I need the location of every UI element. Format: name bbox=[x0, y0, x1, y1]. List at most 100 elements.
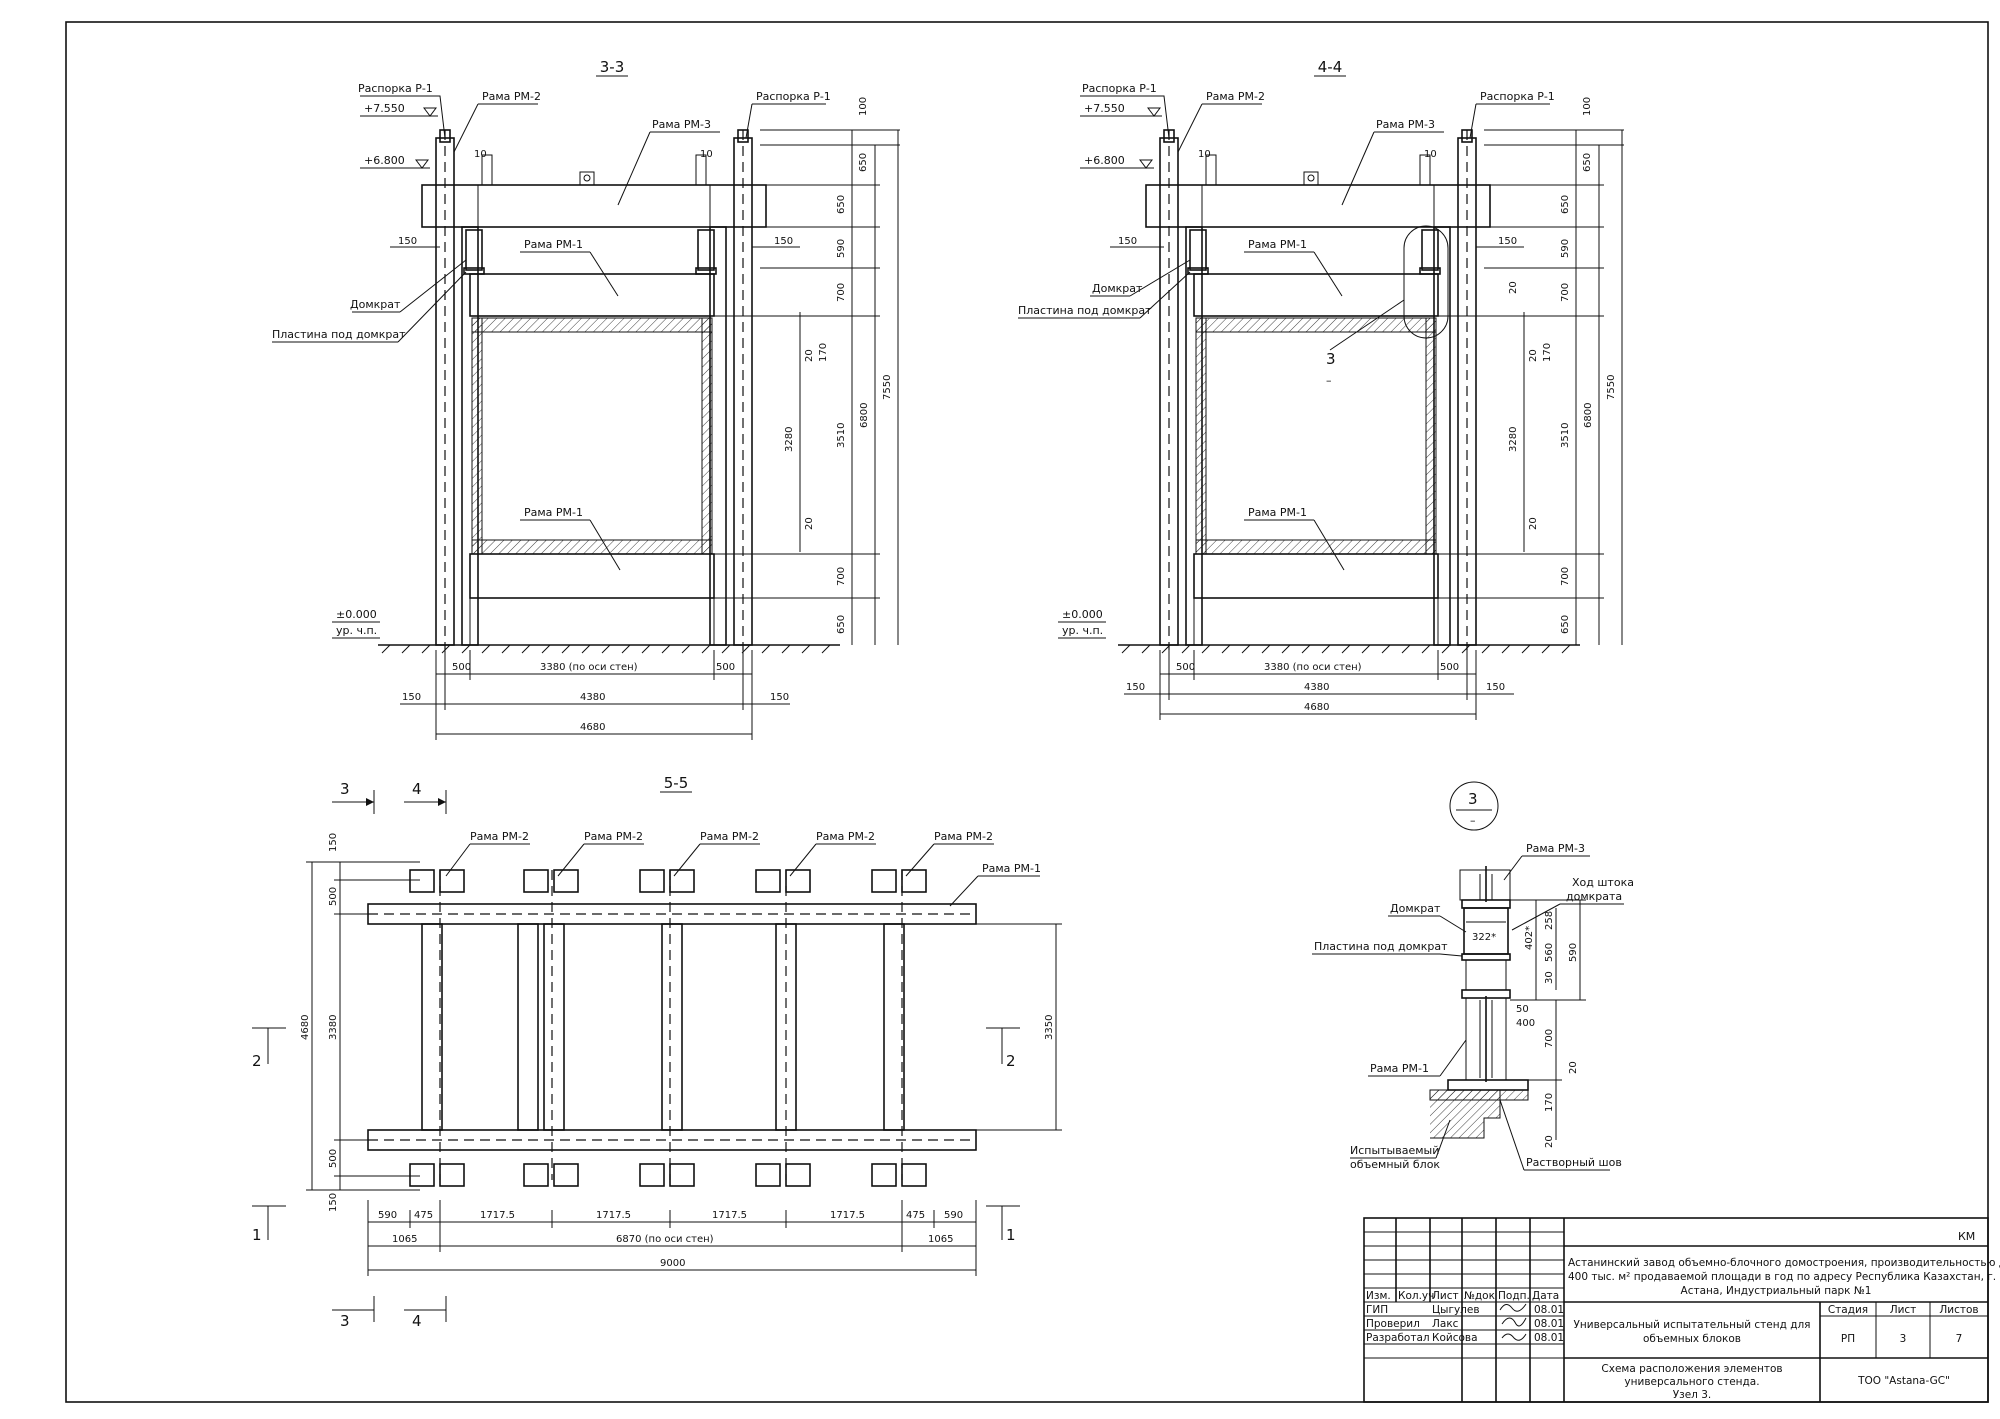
dim-258: 258 bbox=[1544, 911, 1555, 930]
label-domkrat: Домкрат bbox=[350, 298, 401, 311]
dim-50: 50 bbox=[1516, 1004, 1529, 1015]
dim-10-right: 10 bbox=[700, 149, 713, 160]
dim-20-a: 20 bbox=[804, 349, 815, 362]
dim-322: 322* bbox=[1472, 932, 1496, 943]
dim44-150-right: 150 bbox=[1498, 236, 1517, 247]
label-hod-2: домкрата bbox=[1566, 890, 1622, 903]
sheet-border bbox=[65, 21, 1989, 1403]
dim44-20-b: 20 bbox=[1528, 517, 1539, 530]
jack bbox=[1463, 907, 1509, 955]
tb-name-gip: Цыгулев bbox=[1432, 1304, 1480, 1316]
cross-frames bbox=[421, 923, 905, 1131]
level44-ground: ур. ч.п. bbox=[1062, 624, 1103, 637]
tb-drawing-2: универсального стенда. bbox=[1624, 1376, 1759, 1388]
tb-sheet-label: Лист bbox=[1890, 1304, 1917, 1316]
dim55-150-top: 150 bbox=[328, 833, 339, 852]
dim-402: 402* bbox=[1524, 926, 1535, 950]
dim-650-c: 650 bbox=[836, 615, 847, 634]
node-3-number: 3 bbox=[1468, 790, 1478, 808]
dim55-590-right: 590 bbox=[944, 1210, 963, 1221]
dims-bottom-5-5: 590 475 1717.5 1717.5 1717.5 1717.5 475 … bbox=[378, 1210, 963, 1269]
dim44-100: 100 bbox=[1582, 97, 1593, 116]
tb-date-gip: 08.01 bbox=[1534, 1304, 1564, 1316]
node-3-detail: 3 – 322* Рама РМ-3 Ход штока домкрата До… bbox=[1312, 781, 1634, 1171]
tb-stage: РП bbox=[1841, 1333, 1855, 1345]
cut-2-left: 2 bbox=[252, 1052, 262, 1070]
rm2-plates bbox=[409, 869, 927, 1187]
dim-4680: 4680 bbox=[580, 722, 605, 733]
node-3-ref-dash: – bbox=[1326, 374, 1332, 387]
section-4-4: 4-4 3 – bbox=[1018, 58, 1624, 720]
label-rastvor: Растворный шов bbox=[1526, 1156, 1622, 1169]
label-rasporka-right: Распорка Р-1 bbox=[756, 90, 831, 103]
dim-4380: 4380 bbox=[580, 692, 605, 703]
tb-head-data: Дата bbox=[1532, 1290, 1559, 1302]
dim-3280: 3280 bbox=[784, 427, 795, 452]
level44-6800: +6.800 bbox=[1084, 154, 1125, 167]
level-7550: +7.550 bbox=[364, 102, 405, 115]
label55-rm2-5: Рама РМ-2 bbox=[934, 830, 993, 843]
label44-rm2: Рама РМ-2 bbox=[1206, 90, 1265, 103]
label44-rm3: Рама РМ-3 bbox=[1376, 118, 1435, 131]
dim44-700-a: 700 bbox=[1560, 283, 1571, 302]
dim55-1717-b: 1717.5 bbox=[596, 1210, 631, 1221]
label-ispyt-1: Испытываемый bbox=[1350, 1144, 1439, 1157]
tb-sheets: 7 bbox=[1956, 1333, 1963, 1345]
dim44-150-left: 150 bbox=[1118, 236, 1137, 247]
dim44-650-b: 650 bbox=[1560, 195, 1571, 214]
node-3-dash: – bbox=[1470, 814, 1476, 827]
dim44-3280: 3280 bbox=[1508, 427, 1519, 452]
dim55-1065-right: 1065 bbox=[928, 1234, 953, 1245]
cut-3-top: 3 bbox=[340, 780, 350, 798]
label-rm2: Рама РМ-2 bbox=[482, 90, 541, 103]
label55-rm2-1: Рама РМ-2 bbox=[470, 830, 529, 843]
label44-plastina: Пластина под домкрат bbox=[1018, 304, 1152, 317]
cut-4-top: 4 bbox=[412, 780, 422, 798]
dim-500-right: 500 bbox=[716, 662, 735, 673]
label44-rasporka-left: Распорка Р-1 bbox=[1082, 82, 1157, 95]
dim-3510: 3510 bbox=[836, 423, 847, 448]
dim-150-right: 150 bbox=[774, 236, 793, 247]
dim44-500-left: 500 bbox=[1176, 662, 1195, 673]
tb-role-gip: ГИП bbox=[1366, 1304, 1388, 1316]
label44-domkrat: Домкрат bbox=[1092, 282, 1143, 295]
dim44-590: 590 bbox=[1560, 239, 1571, 258]
cut-4-bottom: 4 bbox=[412, 1312, 422, 1330]
dim44-500-right: 500 bbox=[1440, 662, 1459, 673]
label-rm3: Рама РМ-3 bbox=[652, 118, 711, 131]
dim44-4380: 4380 bbox=[1304, 682, 1329, 693]
dim55-150-bottom: 150 bbox=[328, 1193, 339, 1212]
node-3-ref: 3 bbox=[1326, 350, 1336, 368]
label44-rm1-lower: Рама РМ-1 bbox=[1248, 506, 1307, 519]
dim-30: 30 bbox=[1544, 971, 1555, 984]
dim44-20-a: 20 bbox=[1528, 349, 1539, 362]
tb-head-podp: Подп. bbox=[1498, 1290, 1530, 1302]
section-title-4-4: 4-4 bbox=[1318, 58, 1343, 76]
node-3-circle bbox=[1449, 781, 1499, 831]
label-rm1-lower: Рама РМ-1 bbox=[524, 506, 583, 519]
tb-date-checked: 08.01 bbox=[1534, 1318, 1564, 1330]
dim-20-node-b: 20 bbox=[1544, 1135, 1555, 1148]
tb-stage-label: Стадия bbox=[1828, 1304, 1868, 1316]
dim55-3380: 3380 bbox=[328, 1015, 339, 1040]
dim55-1065-left: 1065 bbox=[392, 1234, 417, 1245]
cut-2-right: 2 bbox=[1006, 1052, 1016, 1070]
dim-3380: 3380 (по оси стен) bbox=[540, 662, 638, 673]
dim-650-b: 650 bbox=[836, 195, 847, 214]
label-plastina: Пластина под домкрат bbox=[272, 328, 406, 341]
tb-company: ТОО "Astana-GC" bbox=[1857, 1375, 1950, 1387]
dim44-170: 170 bbox=[1542, 343, 1553, 362]
rm2-leaders: Рама РМ-2 Рама РМ-2 Рама РМ-2 Рама РМ-2 … bbox=[445, 830, 1041, 907]
tb-sheets-label: Листов bbox=[1939, 1304, 1978, 1316]
dim44-700-b: 700 bbox=[1560, 567, 1571, 586]
label55-rm2-4: Рама РМ-2 bbox=[816, 830, 875, 843]
dim55-3350: 3350 bbox=[1044, 1015, 1055, 1040]
dim55-500-top: 500 bbox=[328, 887, 339, 906]
tb-sheet: 3 bbox=[1900, 1333, 1907, 1345]
tb-name-developed: Койсова bbox=[1432, 1332, 1478, 1344]
tb-object-1: Универсальный испытательный стенд для bbox=[1573, 1319, 1810, 1331]
dim44-150-br: 150 bbox=[1486, 682, 1505, 693]
tb-role-checked: Проверил bbox=[1366, 1318, 1420, 1330]
